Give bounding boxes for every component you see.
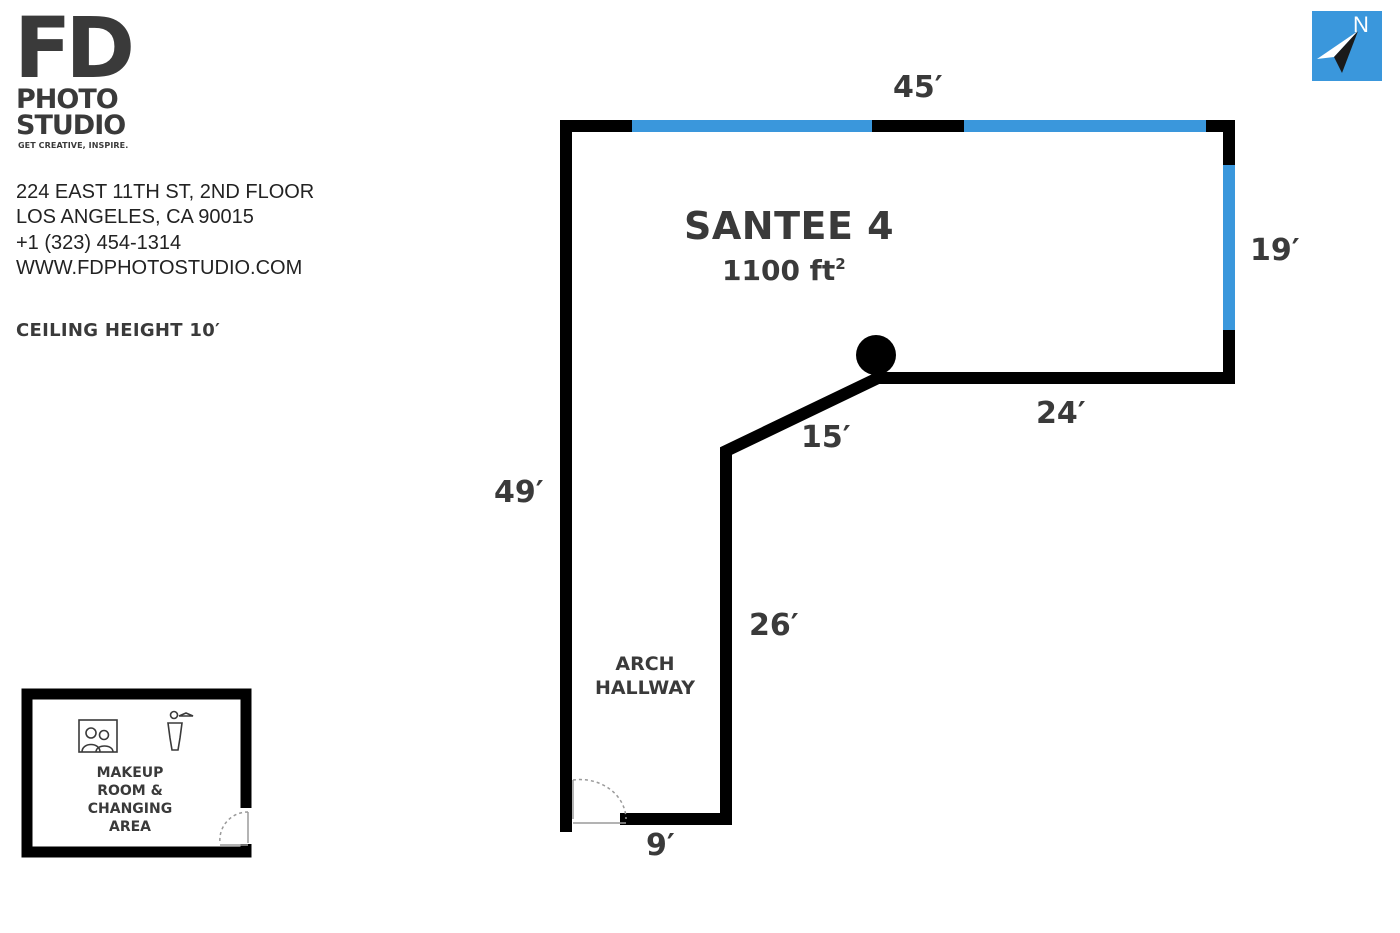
person-icon xyxy=(167,710,194,751)
mirror-icon xyxy=(78,719,118,753)
address-phone: +1 (323) 454-1314 xyxy=(16,232,182,254)
makeup-door xyxy=(219,811,249,846)
dimension-inner-left: 26′ xyxy=(749,608,799,643)
dimension-bottom: 9′ xyxy=(646,828,675,863)
north-arrow-icon xyxy=(1317,31,1358,73)
room-area-unit: 2 xyxy=(835,255,846,273)
hallway-label-line1: ARCH xyxy=(615,653,675,675)
compass xyxy=(1312,11,1382,81)
dimension-diagonal: 15′ xyxy=(801,420,851,455)
makeup-label-line2: ROOM & xyxy=(97,783,163,799)
dimension-right: 19′ xyxy=(1250,233,1300,268)
room-name: SANTEE 4 xyxy=(684,204,895,248)
column xyxy=(856,335,896,375)
dimension-top: 45′ xyxy=(893,70,943,105)
main-wall xyxy=(560,120,1235,832)
makeup-label-line4: AREA xyxy=(108,819,151,835)
logo-photo: PHOTO xyxy=(16,84,119,115)
logo-fd: FD xyxy=(14,0,135,97)
compass-north-label: N xyxy=(1353,12,1369,37)
makeup-room-wall xyxy=(21,688,252,858)
address-website[interactable]: WWW.FDPHOTOSTUDIO.COM xyxy=(16,257,303,279)
logo-studio: STUDIO xyxy=(16,110,126,141)
room-area: 1100 ft2 xyxy=(722,254,846,287)
ceiling-height: CEILING HEIGHT 10′ xyxy=(16,320,221,341)
address-line-2: LOS ANGELES, CA 90015 xyxy=(16,206,254,228)
makeup-label-line3: CHANGING xyxy=(87,801,173,817)
address-line-1: 224 EAST 11TH ST, 2ND FLOOR xyxy=(16,181,315,203)
hallway-label-line2: HALLWAY xyxy=(594,677,696,699)
logo-tagline: GET CREATIVE, INSPIRE. xyxy=(18,141,129,150)
makeup-label-line1: MAKEUP xyxy=(96,765,164,781)
main-door xyxy=(572,778,627,824)
dimension-left: 49′ xyxy=(494,475,544,510)
dimension-inner-right: 24′ xyxy=(1036,396,1086,431)
